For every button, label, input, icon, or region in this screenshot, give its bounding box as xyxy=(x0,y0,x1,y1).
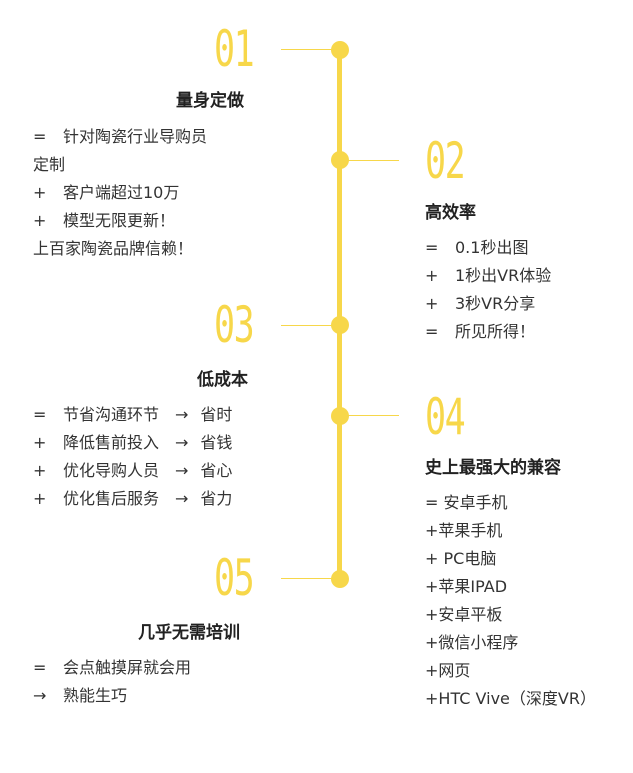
list-item: +客户端超过10万 xyxy=(33,183,180,202)
list-item: 定制 xyxy=(33,155,66,174)
connector-01 xyxy=(281,49,333,50)
list-item: +网页 xyxy=(425,661,471,680)
section-number-01: 01 xyxy=(214,20,255,78)
connector-03 xyxy=(281,325,333,326)
list-item: +降低售前投入→省钱 xyxy=(33,433,233,452)
list-item: →熟能生巧 xyxy=(33,686,128,705)
arrow-icon: → xyxy=(175,405,189,424)
section-number-04: 04 xyxy=(425,388,466,446)
list-item: +优化售后服务→省力 xyxy=(33,489,233,508)
arrow-icon: → xyxy=(175,433,189,452)
section-title-03: 低成本 xyxy=(197,370,248,390)
connector-02 xyxy=(347,160,399,161)
timeline-dot-01 xyxy=(331,41,349,59)
list-item: +安卓平板 xyxy=(425,605,503,624)
list-item: +1秒出VR体验 xyxy=(425,266,552,285)
list-item: =所见所得！ xyxy=(425,322,536,341)
list-item: +苹果IPAD xyxy=(425,577,508,596)
list-item: =会点触摸屏就会用 xyxy=(33,658,192,677)
timeline-axis xyxy=(337,49,342,579)
timeline-dot-02 xyxy=(331,151,349,169)
list-item: =0.1秒出图 xyxy=(425,238,529,257)
connector-05 xyxy=(281,578,333,579)
timeline-dot-03 xyxy=(331,316,349,334)
timeline-dot-05 xyxy=(331,570,349,588)
list-item: =节省沟通环节→省时 xyxy=(33,405,233,424)
arrow-icon: → xyxy=(175,461,189,480)
list-item: +微信小程序 xyxy=(425,633,519,652)
list-item: +模型无限更新！ xyxy=(33,211,176,230)
section-number-02: 02 xyxy=(425,132,466,190)
list-item: +苹果手机 xyxy=(425,521,503,540)
section-title-04: 史上最强大的兼容 xyxy=(425,458,561,478)
list-item: +3秒VR分享 xyxy=(425,294,536,313)
list-item: + PC电脑 xyxy=(425,549,497,568)
section-number-05: 05 xyxy=(214,549,255,607)
list-item: = 安卓手机 xyxy=(425,493,508,512)
section-number-03: 03 xyxy=(214,296,255,354)
list-item: +HTC Vive（深度VR） xyxy=(425,689,596,708)
list-item: +优化导购人员→省心 xyxy=(33,461,233,480)
section-title-02: 高效率 xyxy=(425,203,476,223)
section-title-01: 量身定做 xyxy=(176,91,244,111)
connector-04 xyxy=(347,415,399,416)
list-item: 上百家陶瓷品牌信赖！ xyxy=(33,239,194,258)
list-item: =针对陶瓷行业导购员 xyxy=(33,127,208,146)
timeline-dot-04 xyxy=(331,407,349,425)
section-title-05: 几乎无需培训 xyxy=(138,623,240,643)
arrow-icon: → xyxy=(175,489,189,508)
